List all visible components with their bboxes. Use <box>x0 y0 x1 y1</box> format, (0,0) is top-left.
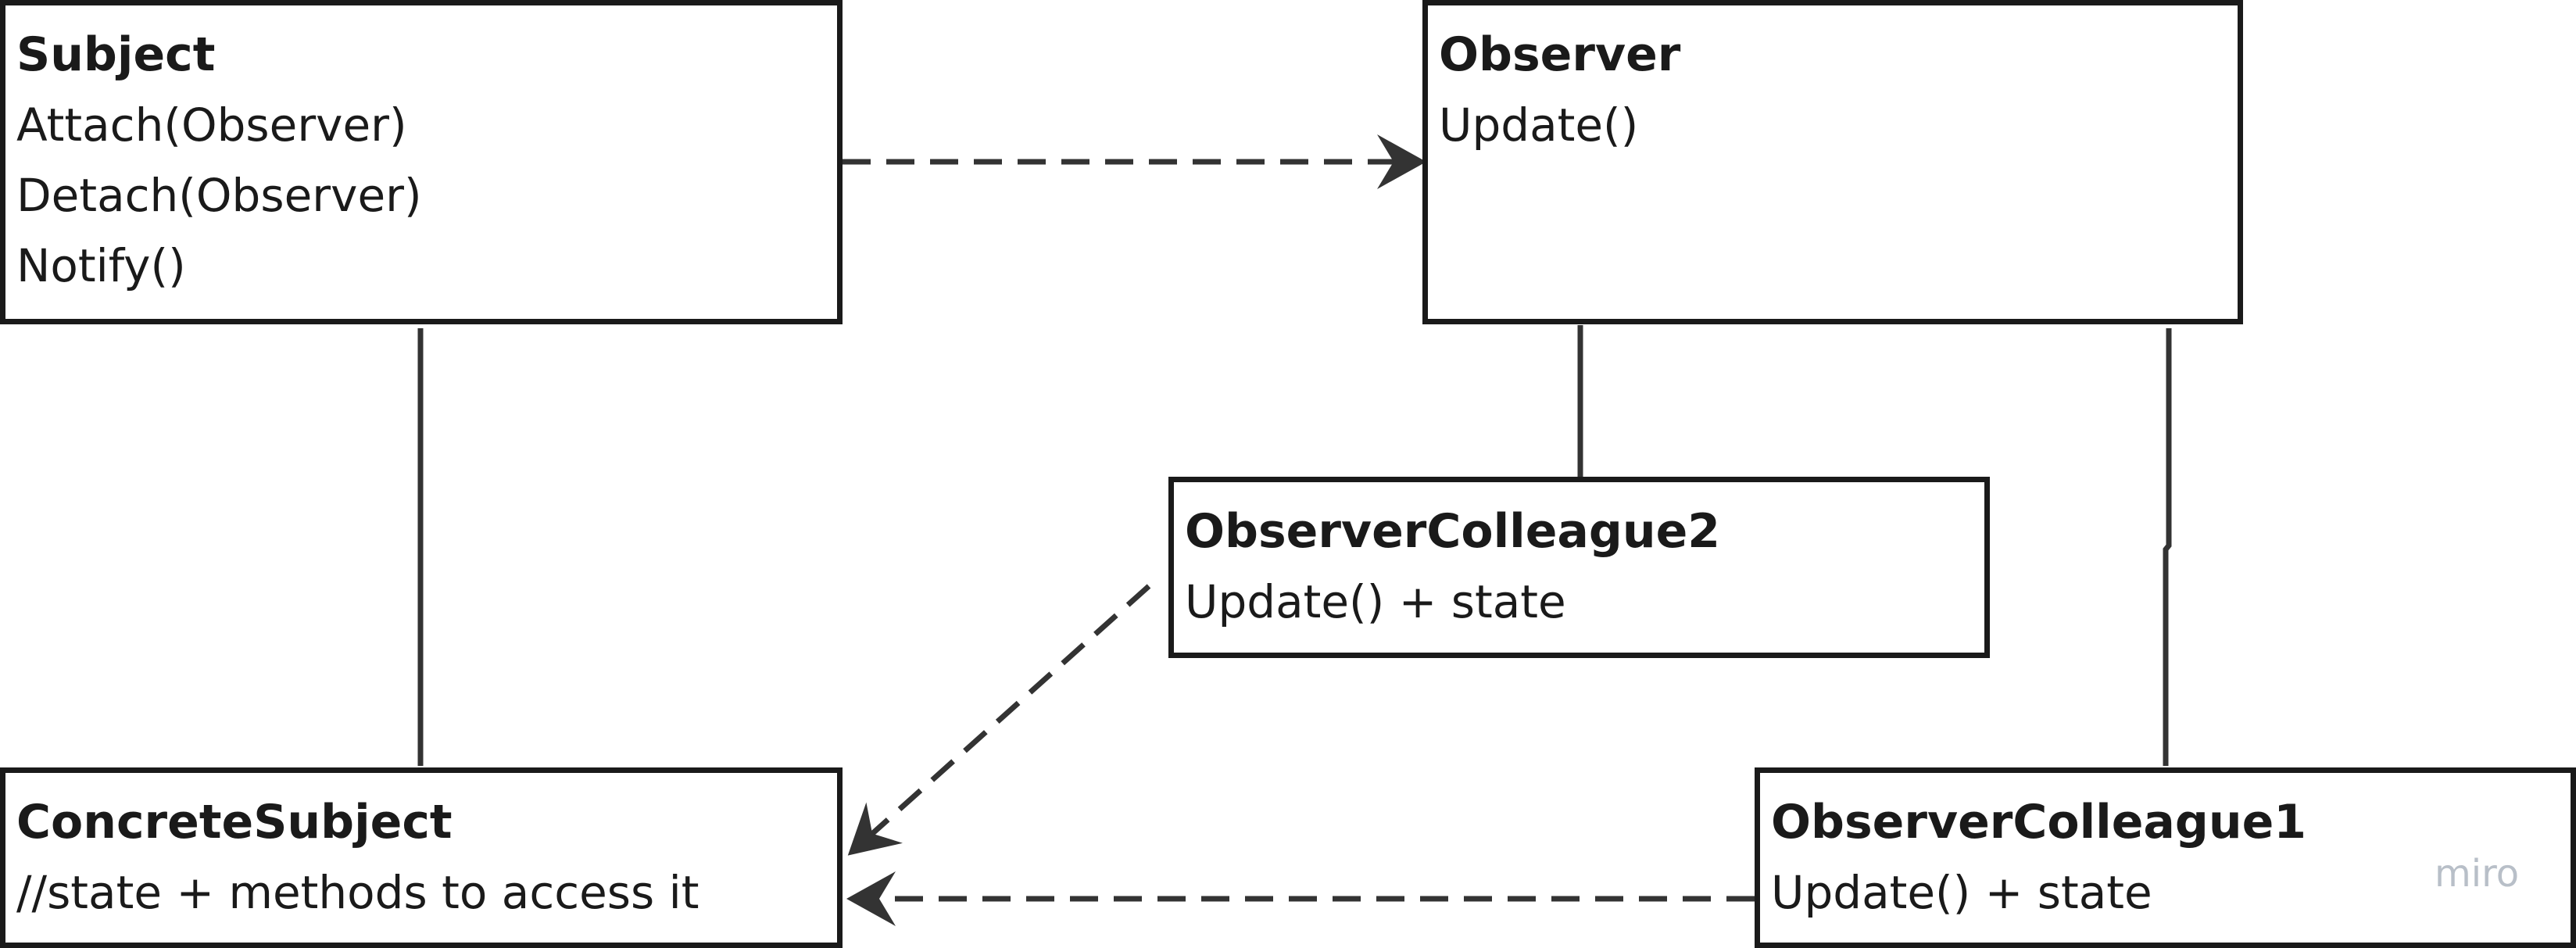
class-observer[interactable]: Observer Update() <box>1422 0 2243 324</box>
class-title: Subject <box>16 27 216 82</box>
connector-observer-colleague1 <box>2163 328 2172 766</box>
class-title: Observer <box>1439 27 1681 82</box>
class-method: Update() + state <box>1185 575 1566 628</box>
class-title: ConcreteSubject <box>16 795 453 850</box>
class-concrete-subject[interactable]: ConcreteSubject //state + methods to acc… <box>0 767 843 948</box>
class-method: //state + methods to access it <box>16 866 699 919</box>
class-method: Notify() <box>16 239 186 292</box>
class-method: Update() <box>1439 98 1639 152</box>
class-method: Update() + state <box>1771 866 2152 919</box>
class-observer-colleague2[interactable]: ObserverColleague2 Update() + state <box>1168 477 1990 658</box>
class-observer-colleague1[interactable]: ObserverColleague1 Update() + state <box>1755 767 2576 948</box>
connector-colleague2-concrete-subject <box>847 584 1151 856</box>
class-title: ObserverColleague1 <box>1771 795 2307 850</box>
class-title: ObserverColleague2 <box>1185 504 1721 559</box>
miro-watermark: miro <box>2435 852 2520 896</box>
class-method: Detach(Observer) <box>16 169 422 222</box>
class-method: Attach(Observer) <box>16 98 407 152</box>
class-subject[interactable]: Subject Attach(Observer) Detach(Observer… <box>0 0 843 324</box>
